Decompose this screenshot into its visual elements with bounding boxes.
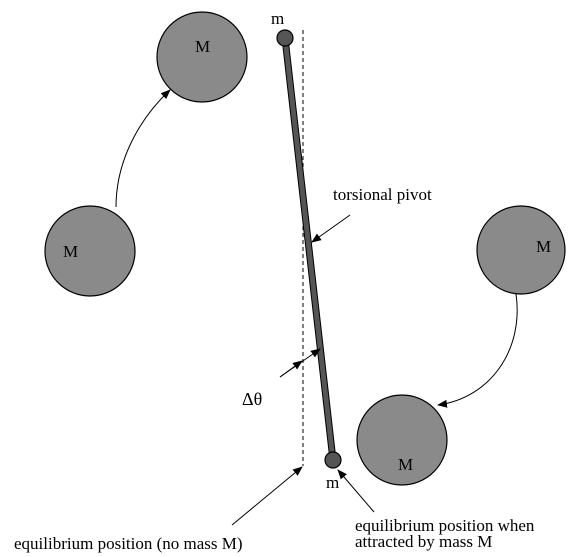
label-equilibrium-no-mass: equilibrium position (no mass M) xyxy=(14,534,243,553)
small-mass-top xyxy=(276,29,294,47)
label-small-mass-bottom: m xyxy=(326,473,339,492)
label-delta-theta: Δθ xyxy=(242,389,262,409)
torsion-rod-fill xyxy=(282,35,336,463)
label-mass-right: M xyxy=(536,237,551,256)
pivot-pointer-arrow xyxy=(311,214,351,243)
label-torsional-pivot: torsional pivot xyxy=(333,185,432,204)
move-arrow-right-to-bottom xyxy=(437,293,518,408)
label-mass-bottom: M xyxy=(398,455,413,474)
label-equilibrium-attracted-line2: attracted by mass M xyxy=(355,532,492,551)
equilibrium-attracted-arrow xyxy=(337,469,375,513)
equilibrium-no-mass-arrow xyxy=(231,466,303,526)
large-mass-bottom xyxy=(356,394,448,486)
label-small-mass-top: m xyxy=(271,9,284,28)
large-mass-right xyxy=(476,205,566,295)
label-mass-left: M xyxy=(63,242,78,261)
label-mass-top: M xyxy=(195,37,210,56)
move-arrow-left-to-top xyxy=(115,89,171,208)
delta-theta-arrow-rod xyxy=(279,348,321,378)
large-mass-left xyxy=(44,205,136,297)
label-equilibrium-attracted-line1: equilibrium position when xyxy=(355,516,535,535)
large-mass-top xyxy=(156,11,248,103)
small-mass-bottom xyxy=(324,451,342,469)
